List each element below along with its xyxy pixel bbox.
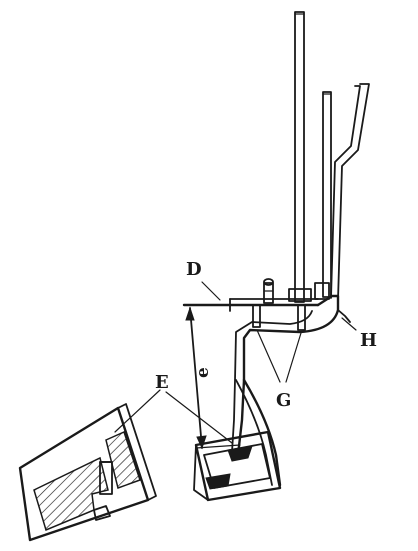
tall-rod [294,11,305,303]
small-electrode [263,278,274,304]
deflector-plate [231,294,351,457]
mounting-plate [182,298,320,312]
leader-g [256,329,302,383]
label-h: H [360,330,377,351]
rod-nuts [288,282,330,302]
label-d: D [186,259,202,280]
bent-wire [330,83,370,301]
lower-guide-rods [252,304,306,331]
burner-body-section [18,403,157,542]
leader-d-h [201,281,357,331]
curved-arm [235,378,282,487]
dimension-e [183,304,241,450]
label-g: G [276,390,291,411]
label-e-upper: E [155,372,169,393]
short-rod [322,91,332,298]
label-e-lower: e [193,367,213,378]
leader-e [114,389,233,444]
burner-head [193,430,282,502]
